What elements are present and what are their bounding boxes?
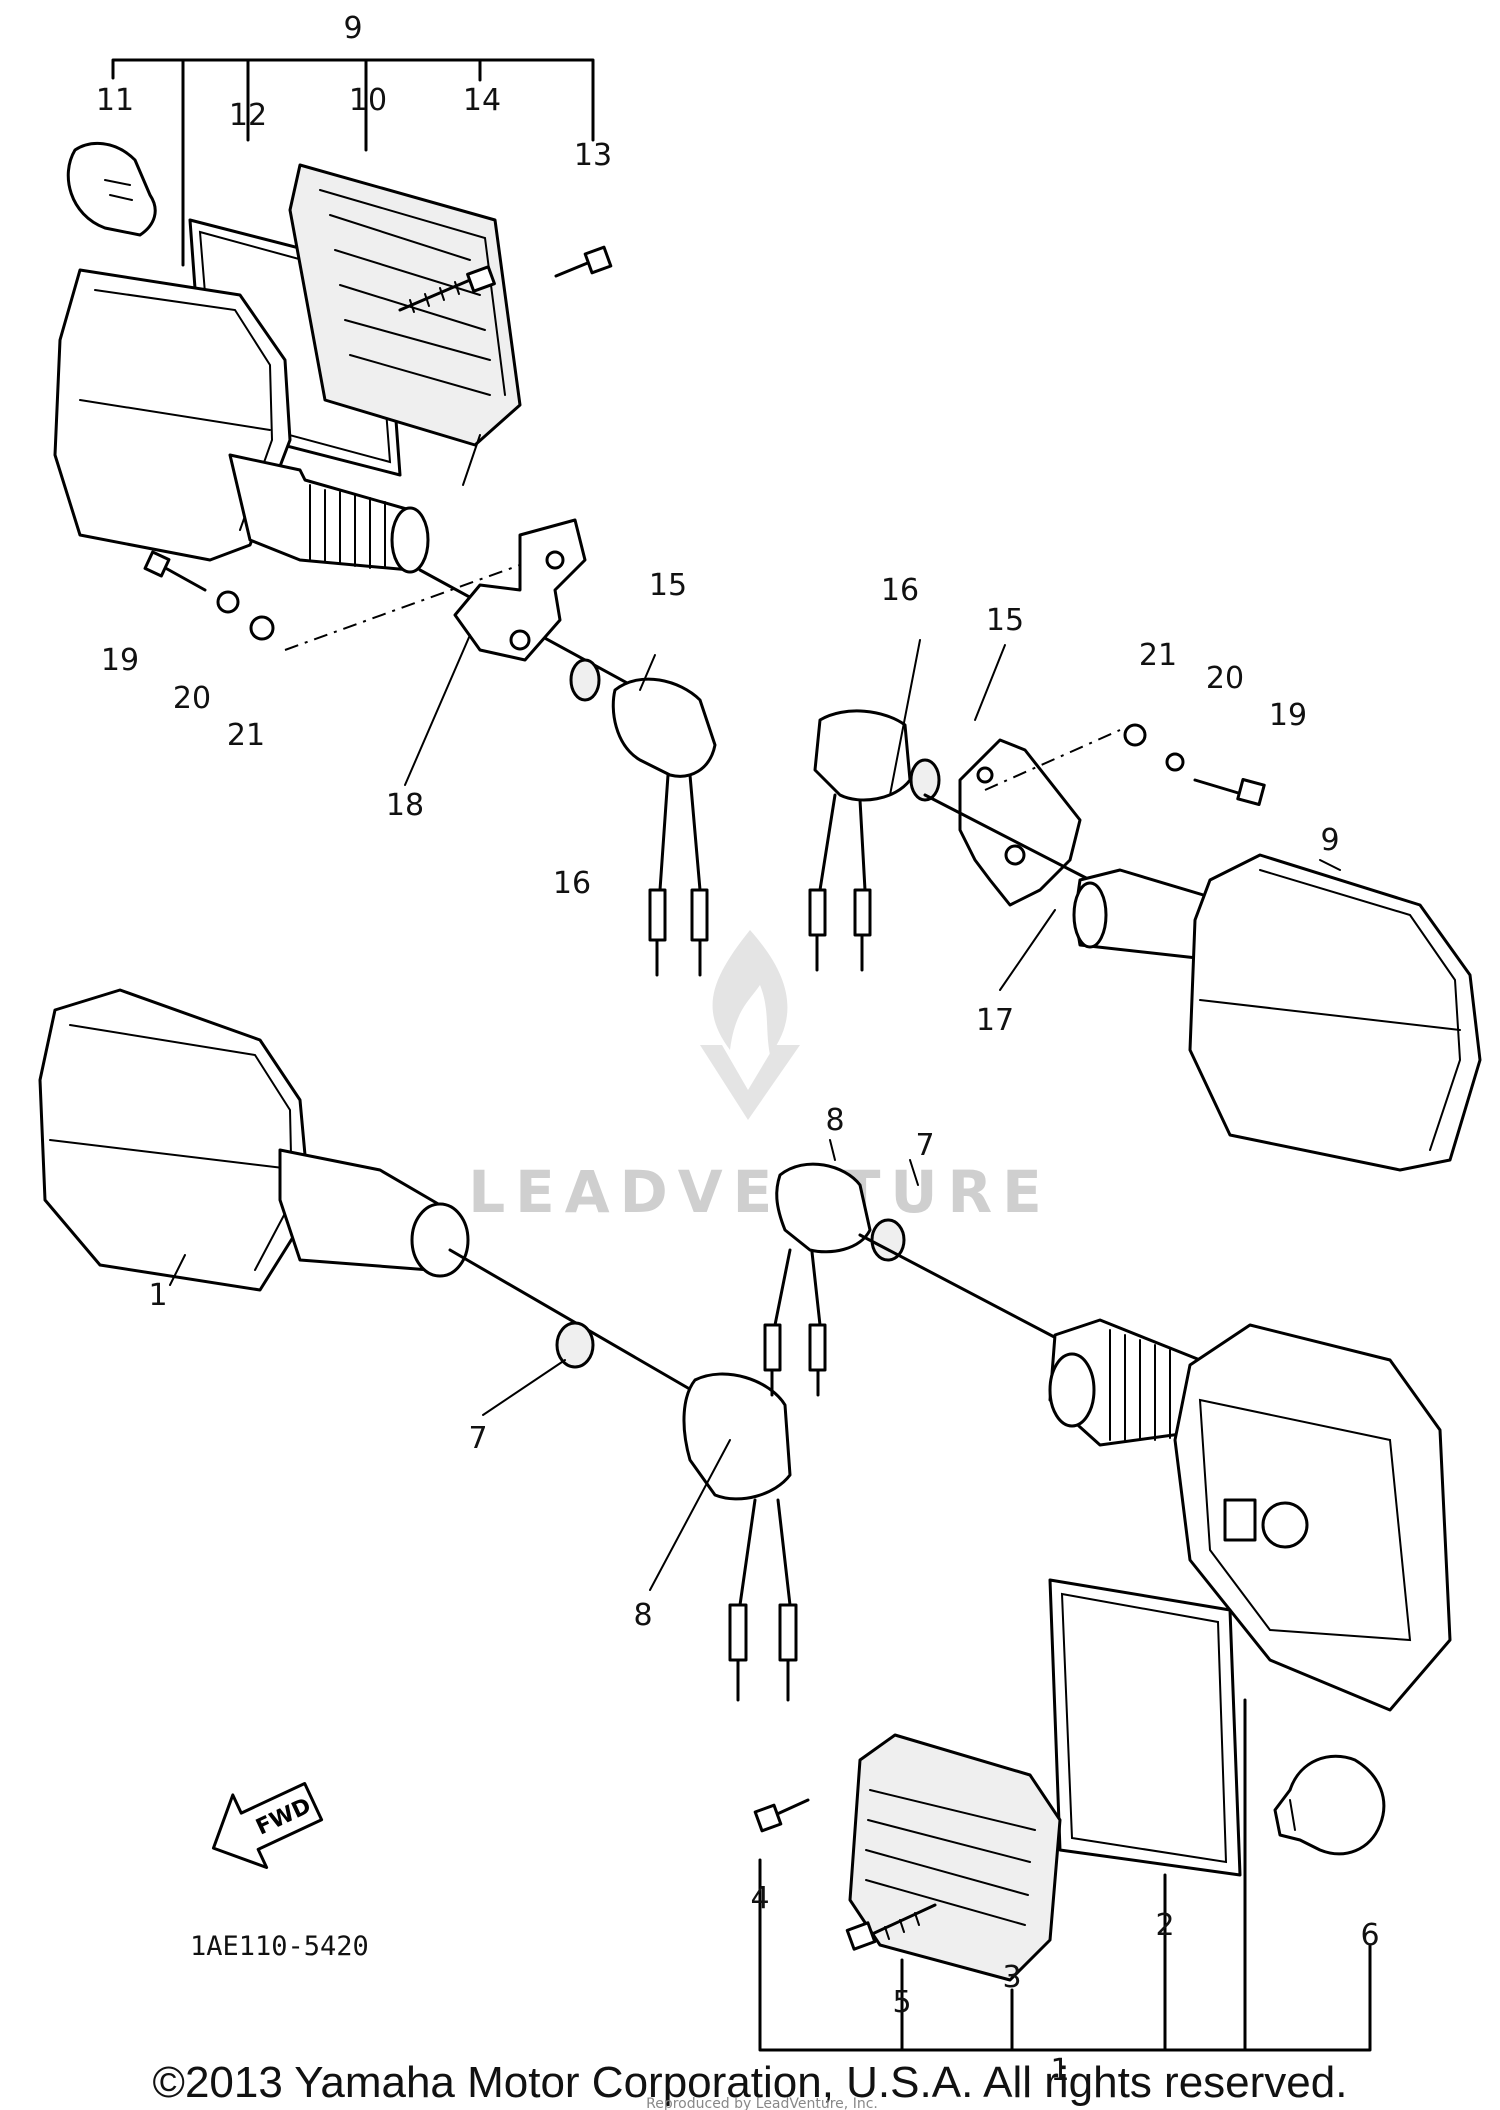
washer-21-left bbox=[249, 615, 275, 641]
callout-9-right: 9 bbox=[1320, 823, 1339, 858]
callout-18: 18 bbox=[386, 788, 424, 823]
washer-20-right bbox=[1165, 752, 1185, 772]
callout-1-bottom: 1 bbox=[1050, 2053, 1069, 2088]
assembly-lower-left bbox=[38, 988, 798, 1702]
callout-17: 17 bbox=[976, 1003, 1014, 1038]
screw-13 bbox=[554, 260, 592, 278]
callout-4: 4 bbox=[750, 1881, 769, 1916]
bolt-19-left bbox=[158, 563, 207, 592]
grommet-15-right bbox=[909, 758, 941, 802]
callout-19-right: 19 bbox=[1269, 698, 1307, 733]
callout-15-right: 15 bbox=[986, 603, 1024, 638]
callout-16-left: 16 bbox=[553, 866, 591, 901]
callout-5: 5 bbox=[892, 1985, 911, 2020]
socket-16-right bbox=[813, 709, 912, 802]
callout-21-left: 21 bbox=[227, 718, 265, 753]
socket-8-right bbox=[775, 1162, 872, 1254]
grommet-15-left bbox=[569, 658, 601, 702]
screw-5 bbox=[868, 1903, 937, 1937]
callout-8-lower: 8 bbox=[633, 1598, 652, 1633]
diagram-code: 1AE110-5420 bbox=[190, 1931, 369, 1962]
callout-12: 12 bbox=[229, 98, 267, 133]
fwd-arrow: FWD bbox=[211, 1782, 324, 1869]
washer-21-right bbox=[1123, 723, 1147, 747]
callout-7-lower: 7 bbox=[468, 1421, 487, 1456]
callout-3: 3 bbox=[1002, 1960, 1021, 1995]
callout-leaders bbox=[169, 434, 1341, 1591]
assembly-lower-right bbox=[753, 1162, 1452, 2052]
bulb-6 bbox=[1273, 1754, 1386, 1856]
callout-8-upper: 8 bbox=[825, 1103, 844, 1138]
reproduced-by-text: Reproduced by LeadVenture, Inc. bbox=[646, 2096, 878, 2110]
washer-20-left bbox=[216, 590, 240, 614]
callout-14: 14 bbox=[463, 83, 501, 118]
copyright-text: ©2013 Yamaha Motor Corporation, U.S.A. A… bbox=[153, 2058, 1348, 2107]
callout-20-left: 20 bbox=[173, 681, 211, 716]
callout-2: 2 bbox=[1155, 1908, 1174, 1943]
callout-16-right: 16 bbox=[881, 573, 919, 608]
housing-1-right bbox=[1173, 1323, 1452, 1712]
callout-9: 9 bbox=[343, 11, 362, 46]
bulb-11 bbox=[66, 141, 157, 237]
callout-10: 10 bbox=[349, 83, 387, 118]
callout-21-right: 21 bbox=[1139, 638, 1177, 673]
gasket-2 bbox=[1048, 1578, 1242, 1877]
callout-20-right: 20 bbox=[1206, 661, 1244, 696]
callout-labels: 9 11 12 10 14 13 19 20 21 18 15 16 16 15… bbox=[96, 11, 1380, 2020]
bolt-19-right bbox=[1193, 778, 1247, 797]
callout-13: 13 bbox=[574, 138, 612, 173]
callout-7-upper: 7 bbox=[915, 1128, 934, 1163]
watermark: LEADVENTURE bbox=[468, 930, 1052, 1226]
socket-16-left bbox=[611, 677, 717, 778]
callout-1-left: 1 bbox=[148, 1278, 167, 1313]
screw-4 bbox=[773, 1798, 810, 1817]
assembly-upper-right bbox=[808, 709, 1482, 1172]
socket-8-left bbox=[682, 1372, 792, 1501]
lens-3 bbox=[848, 1733, 1062, 1982]
callout-19-left: 19 bbox=[101, 643, 139, 678]
callout-15-left: 15 bbox=[649, 568, 687, 603]
callout-6: 6 bbox=[1360, 1918, 1379, 1953]
callout-11: 11 bbox=[96, 83, 134, 118]
grommet-7-left bbox=[555, 1321, 595, 1369]
assembly-upper-left bbox=[53, 58, 717, 977]
housing-1-left bbox=[38, 988, 312, 1292]
watermark-text: LEADVENTURE bbox=[468, 1158, 1052, 1226]
housing-9-right bbox=[1188, 853, 1482, 1172]
